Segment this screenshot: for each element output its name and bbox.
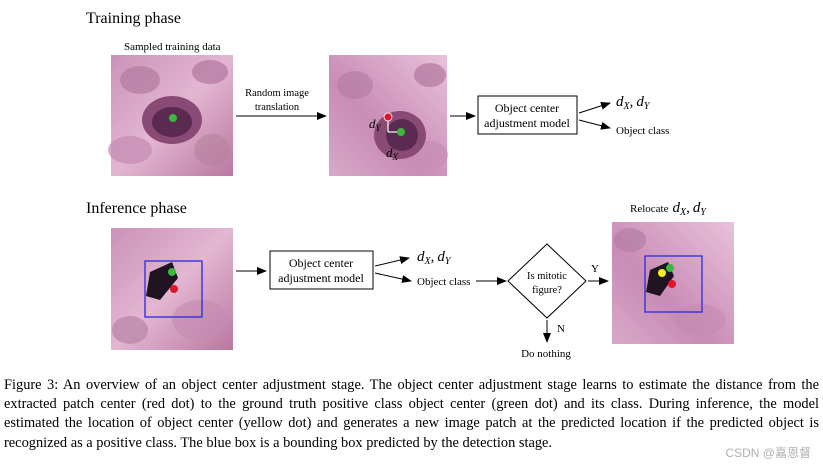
training-translated-patch <box>329 55 448 176</box>
sampled-training-data-label: Sampled training data <box>124 41 221 53</box>
do-nothing-label: Do nothing <box>521 348 571 360</box>
inference-object-class-output: Object class <box>417 276 470 288</box>
dy-label: dY <box>369 116 382 133</box>
inference-model-label-1: Object center <box>289 256 353 270</box>
red-dot <box>668 280 676 288</box>
blue-bounding-box <box>644 255 703 313</box>
inference-dxdy-output: dX,dY <box>417 249 452 267</box>
dx-label: dX <box>386 145 399 162</box>
relocated-patch <box>612 222 734 344</box>
to-class-arrow <box>578 119 611 130</box>
figure-caption: Figure 3: An overview of an object cente… <box>4 377 819 451</box>
inference-phase-title: Inference phase <box>86 200 187 217</box>
green-dot <box>397 128 405 136</box>
training-sampled-patch <box>108 55 233 176</box>
yellow-dot <box>658 269 666 277</box>
training-dxdy-output: dX,dY <box>616 94 651 112</box>
green-dot <box>168 268 176 276</box>
green-dot <box>169 114 177 122</box>
training-model-box <box>477 95 578 135</box>
red-dot <box>383 112 393 122</box>
green-dot <box>666 264 674 272</box>
random-translation-label-2: translation <box>255 102 300 113</box>
decision-label-2: figure? <box>532 285 562 296</box>
red-dot <box>170 285 178 293</box>
random-translation-label-1: Random image <box>245 88 309 99</box>
yes-label: Y <box>591 263 599 275</box>
training-model-label-1: Object center <box>495 101 559 115</box>
overview-figure: Training phase Sampled training data Ran… <box>86 10 734 360</box>
watermark: CSDN @嘉恩督 <box>725 446 811 460</box>
training-phase-title: Training phase <box>86 10 181 27</box>
blue-bounding-box <box>144 260 203 318</box>
inference-input-patch <box>111 228 233 350</box>
inference-model-box <box>269 250 374 290</box>
inference-to-class-arrow <box>374 272 412 283</box>
to-dxdy-arrow <box>578 101 611 114</box>
training-object-class-output: Object class <box>616 125 669 137</box>
mitotic-decision-diamond <box>507 243 587 319</box>
inference-model-label-2: adjustment model <box>278 271 364 285</box>
inference-to-dxdy-arrow <box>374 256 410 267</box>
training-model-label-2: adjustment model <box>484 116 570 130</box>
no-label: N <box>557 323 565 335</box>
decision-label-1: Is mitotic <box>527 271 567 282</box>
